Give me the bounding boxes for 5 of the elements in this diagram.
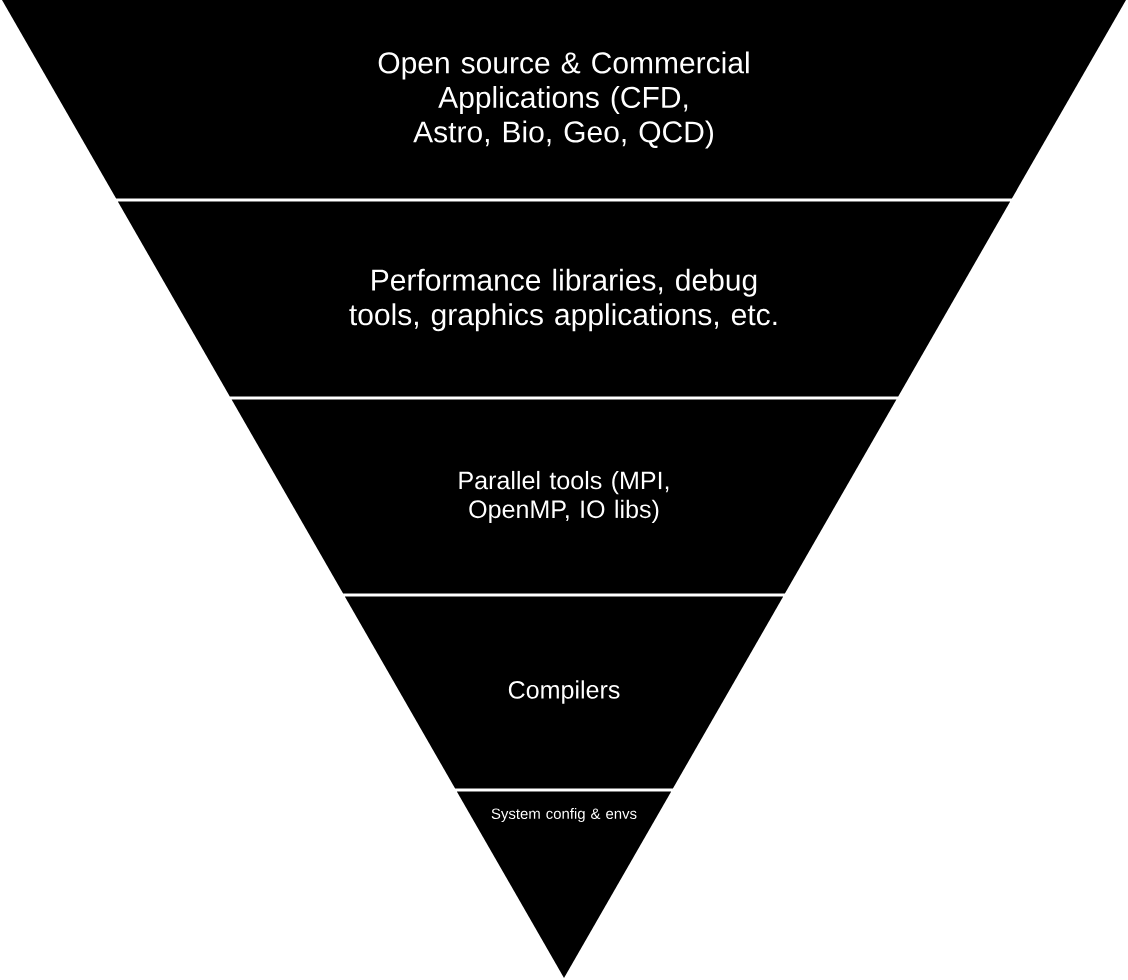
pyramid-layer: Performance libraries, debug tools, graphics applications, etc. <box>117 201 1011 397</box>
pyramid-layer: Parallel tools (MPI, OpenMP, IO libs) <box>231 399 897 594</box>
pyramid-layer: Open source & Commercial Applications (CFD, Astro, Bio, Geo, QCD) <box>2 0 1126 199</box>
pyramid-layer: Compilers <box>344 596 784 789</box>
pyramid-layer: System config & envs <box>456 791 672 978</box>
